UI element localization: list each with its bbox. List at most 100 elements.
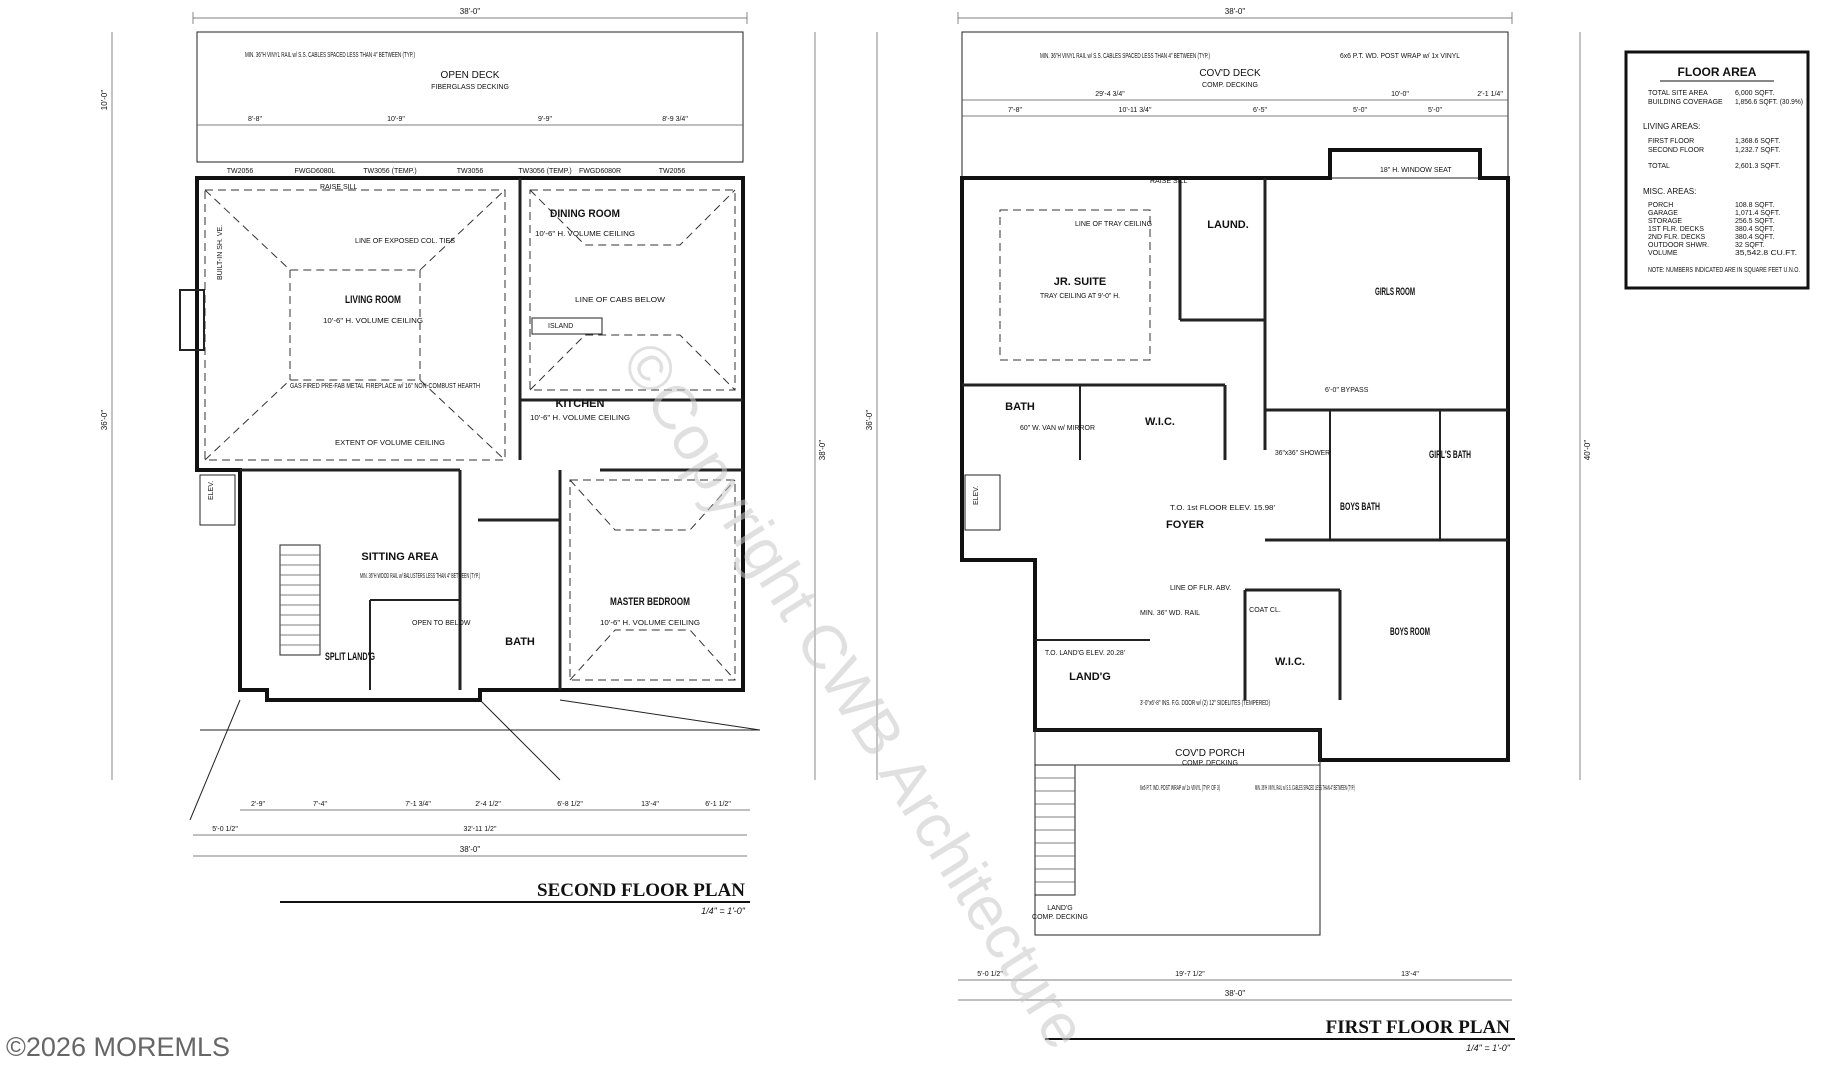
coverage-label: BUILDING COVERAGE	[1648, 99, 1723, 106]
ff-top-sub-2: 10'-0"	[1391, 91, 1409, 98]
second-floor-plan: 38'-0" OPEN DECK FIBERGLASS DECKING MIN.…	[100, 7, 827, 916]
ff-left-total-dim: 36'-0"	[865, 410, 874, 431]
misc-label-1: GARAGE	[1648, 210, 1678, 217]
open-deck-sub: FIBERGLASS DECKING	[431, 84, 509, 91]
bottom-seg-5: 6'-8 1/2"	[557, 801, 583, 808]
copyright-watermark: ©Copyright CWB Architecture	[608, 331, 1100, 1061]
floor-area-note: NOTE: NUMBERS INDICATED ARE IN SQUARE FE…	[1648, 267, 1800, 274]
wic2-label: W.I.C.	[1275, 656, 1305, 668]
open-deck-label: OPEN DECK	[441, 70, 500, 81]
volume-note: EXTENT OF VOLUME CEILING	[335, 440, 445, 447]
misc-value-2: 256.5 SQFT.	[1735, 218, 1774, 225]
covered-deck-label: COV'D DECK	[1199, 68, 1261, 79]
second-floor-area-value: 1,232.7 SQFT.	[1735, 147, 1780, 154]
vanity-note: 60" W. VAN w/ MIRROR	[1020, 425, 1095, 432]
lower-landing-sub: COMP. DECKING	[1032, 914, 1088, 921]
floor-area-table: FLOOR AREA TOTAL SITE AREA 6,000 SQFT. B…	[1624, 50, 1810, 290]
overall-width-dim: 38'-0"	[460, 7, 481, 16]
living-room-label: LIVING ROOM	[345, 294, 401, 306]
misc-value-0: 108.8 SQFT.	[1735, 202, 1774, 209]
top-seg-1: 8'-8"	[248, 116, 262, 123]
first-floor-title: FIRST FLOOR PLAN	[1326, 1017, 1511, 1038]
misc-label-4: 2ND FLR. DECKS	[1648, 234, 1706, 241]
kitchen-sub: 10'-6" H. VOLUME CEILING	[530, 415, 630, 422]
shower-note: 36"x36" SHOWER	[1275, 450, 1330, 457]
total-area-value: 2,601.3 SQFT.	[1735, 163, 1780, 170]
bottom-seg-3: 7'-1 3/4"	[405, 801, 431, 808]
ff-overall-width-dim: 38'-0"	[1225, 7, 1246, 16]
ff-top-sub-1: 29'-4 3/4"	[1095, 91, 1125, 98]
ff-top-seg-4: 5'-0"	[1353, 107, 1367, 114]
bottom-seg-2: 7'-4"	[313, 801, 327, 808]
bottom-overall-dim: 38'-0"	[460, 845, 481, 854]
stairs-second-floor	[279, 544, 321, 656]
deck-rail-note: MIN. 36"H VINYL RAIL w/ S.S. CABLES SPAC…	[245, 52, 415, 59]
right-total-dim: 38'-0"	[818, 440, 827, 461]
cabs-below-note: LINE OF CABS BELOW	[575, 297, 665, 304]
boys-bath-label: BOYS BATH	[1340, 501, 1380, 513]
kitchen-label: KITCHEN	[556, 398, 605, 410]
left-total-dim: 36'-0"	[100, 410, 109, 431]
first-floor-scale: 1/4" = 1'-0"	[1466, 1043, 1511, 1053]
living-room-sub: 10'-6" H. VOLUME CEILING	[323, 318, 423, 325]
misc-value-6: 35,542.8 CU.FT.	[1735, 250, 1797, 257]
ff-top-seg-3: 6'-5"	[1253, 107, 1267, 114]
island-label: ISLAND	[548, 323, 573, 330]
bypass-note: 6'-0" BYPASS	[1325, 387, 1369, 394]
raise-sill-note: RAISE SILL	[320, 184, 357, 191]
misc-label-6: VOLUME	[1648, 250, 1678, 257]
dining-room-label: DINING ROOM	[550, 208, 620, 220]
porch-label: COV'D PORCH	[1175, 748, 1245, 759]
landing-label: LAND'G	[1069, 671, 1111, 683]
porch-rail-note: MIN. 36"H VINYL RAIL w/ S.S. CABLES SPAC…	[1255, 785, 1355, 792]
sitting-area-label: SITTING AREA	[361, 551, 438, 563]
window-label-1: TW2056	[227, 168, 254, 175]
covered-deck-sub: COMP. DECKING	[1202, 82, 1258, 89]
ff-deck-rail-note: MIN. 36"H VINYL RAIL w/ S.S. CABLES SPAC…	[1040, 53, 1210, 60]
elevator-box	[199, 474, 236, 526]
porch-sub: COMP. DECKING	[1182, 760, 1238, 767]
first-floor-area-value: 1,368.6 SQFT.	[1735, 138, 1780, 145]
master-bedroom-label: MASTER BEDROOM	[610, 596, 690, 608]
site-area-label: TOTAL SITE AREA	[1648, 90, 1708, 97]
ff-elevator-label: ELEV.	[973, 486, 980, 505]
wd-rail-note: MIN. 36" WD. RAIL	[1140, 610, 1200, 617]
window-label-4: TW3056	[457, 168, 484, 175]
tray-ceiling-note: LINE OF TRAY CEILING	[1075, 221, 1152, 228]
misc-label-5: OUTDOOR SHWR.	[1648, 242, 1709, 249]
second-floor-scale: 1/4" = 1'-0"	[701, 906, 746, 916]
misc-value-1: 1,071.4 SQFT.	[1735, 210, 1780, 217]
exposed-ties-note: LINE OF EXPOSED COL. TIES	[355, 238, 455, 245]
ff-bottom-right-dim: 13'-4"	[1401, 971, 1419, 978]
misc-label-0: PORCH	[1648, 202, 1673, 209]
lower-landing-label: LAND'G	[1047, 905, 1072, 912]
girls-bath-label: GIRL'S BATH	[1429, 449, 1471, 461]
open-deck-outline	[196, 31, 744, 163]
ff-elevator-box	[964, 474, 1001, 531]
top-seg-4: 8'-9 3/4"	[662, 116, 688, 123]
bottom-seg-4: 2'-4 1/2"	[475, 801, 501, 808]
window-label-6: FWGD6080R	[579, 168, 621, 175]
ff-top-seg-5: 5'-0"	[1428, 107, 1442, 114]
dining-room-sub: 10'-6" H. VOLUME CEILING	[535, 231, 635, 238]
porch-post-note: 6x6 P.T. WD. POST WRAP w/ 1x VINYL (TYP.…	[1140, 785, 1220, 792]
first-floor-area-label: FIRST FLOOR	[1648, 138, 1694, 145]
ff-top-seg-2: 10'-11 3/4"	[1119, 107, 1152, 114]
window-label-7: TW2056	[659, 168, 686, 175]
deck-post-note: 6x6 P.T. WD. POST WRAP w/ 1x VINYL	[1340, 53, 1460, 60]
second-floor-title: SECOND FLOOR PLAN	[537, 880, 745, 901]
second-floor-exterior-wall	[195, 176, 745, 702]
ff-raise-sill-note: RAISE SILL	[1150, 178, 1187, 185]
misc-areas-title: MISC. AREAS:	[1643, 187, 1696, 196]
jr-suite-label: JR. SUITE	[1054, 276, 1107, 288]
builtin-note: BUILT-IN SH. VE.	[217, 225, 224, 280]
split-landing-label: SPLIT LAND'G	[325, 651, 375, 663]
misc-value-3: 380.4 SQFT.	[1735, 226, 1774, 233]
total-area-label: TOTAL	[1648, 163, 1670, 170]
master-bath-label: BATH	[505, 636, 535, 648]
exterior-stairs	[1034, 764, 1076, 896]
ff-right-total-dim: 40'-0"	[1583, 440, 1592, 461]
foyer-label: FOYER	[1166, 519, 1204, 531]
floor-above-note: LINE OF FLR. ABV.	[1170, 585, 1231, 592]
